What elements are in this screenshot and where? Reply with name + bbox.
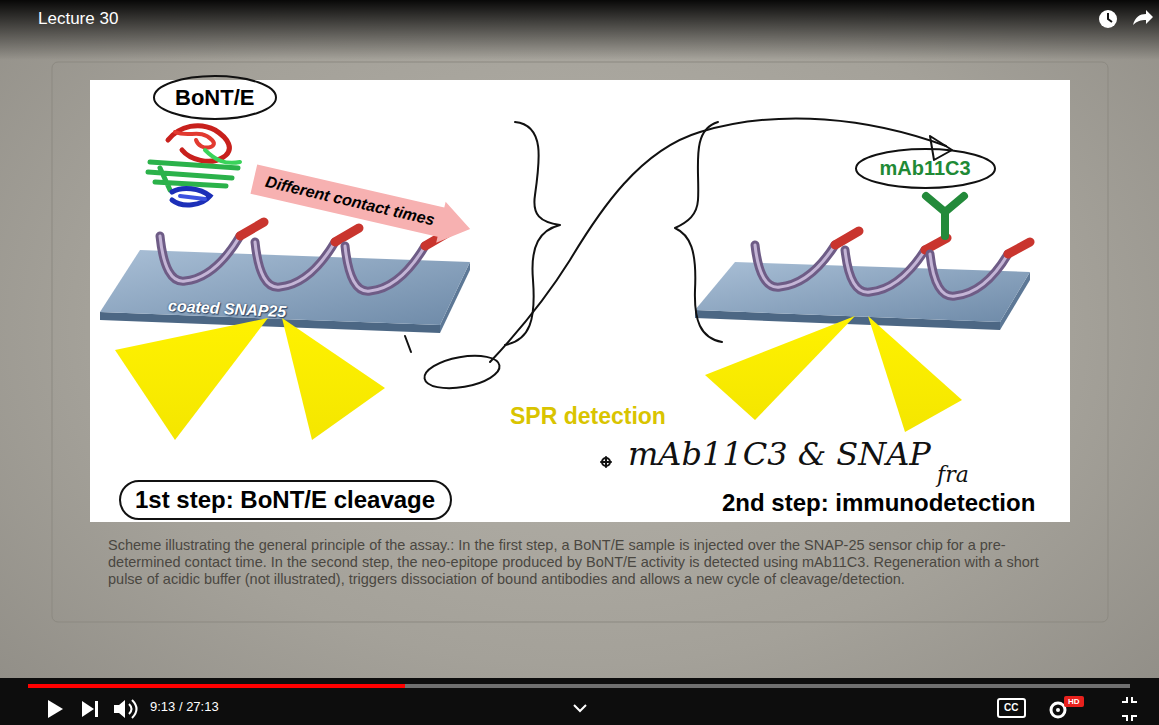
light-cone [868,316,962,432]
progress-track [28,684,1130,688]
toxin-name: BoNT/E [153,75,277,120]
node-text: BoNT/E [175,85,277,111]
progress-played [28,684,405,688]
hd-badge [1064,696,1084,707]
handwritten-note: fra [937,462,969,487]
slide [90,80,1070,522]
chevron-icon [574,705,586,711]
node-text: 1st step: BoNT/E cleavage [135,486,452,514]
play-icon [48,700,63,718]
light-cone [282,318,385,440]
arrow-shape [249,159,475,250]
captions-button: CC [1004,702,1018,714]
antibody-name: mAb11C3 [855,148,996,189]
handwritten-note: mAb11C3 & SNAP [628,436,931,473]
step-heading: 1st step: BoNT/E cleavage [119,480,452,520]
hand-drawn-ellipse [856,149,995,188]
hand-drawn-ellipse [154,76,276,119]
light-cone [115,318,268,440]
light-cone [705,316,855,420]
antibody [926,196,964,236]
hand-drawn-loop [120,481,451,519]
time-display: 9:13 / 27:13 [150,700,219,715]
handwriting [405,118,952,467]
volume-icon [114,700,137,718]
share-icon [1133,10,1153,25]
hd-badge-text: HD [1068,697,1080,706]
node-text: mAb11C3 [880,157,997,180]
next-icon [82,701,98,717]
control-bar [0,678,1159,725]
method-label: SPR detection [510,403,666,429]
slide-frame [52,62,1108,622]
fullscreen-exit-icon [1122,697,1137,721]
probes-left [160,222,449,291]
settings-icon [1051,703,1065,717]
clock-icon [1099,10,1117,28]
probes-right [755,231,1030,296]
video-title: Lecture 30 [38,9,118,29]
protein-structure [148,126,240,205]
figure-caption: Scheme illustrating the general principl… [108,537,1053,588]
step-heading: 2nd step: immunodetection [722,489,1035,517]
sensor-chip-left [100,250,470,440]
top-bar [0,0,1159,60]
cc-box [998,699,1025,717]
